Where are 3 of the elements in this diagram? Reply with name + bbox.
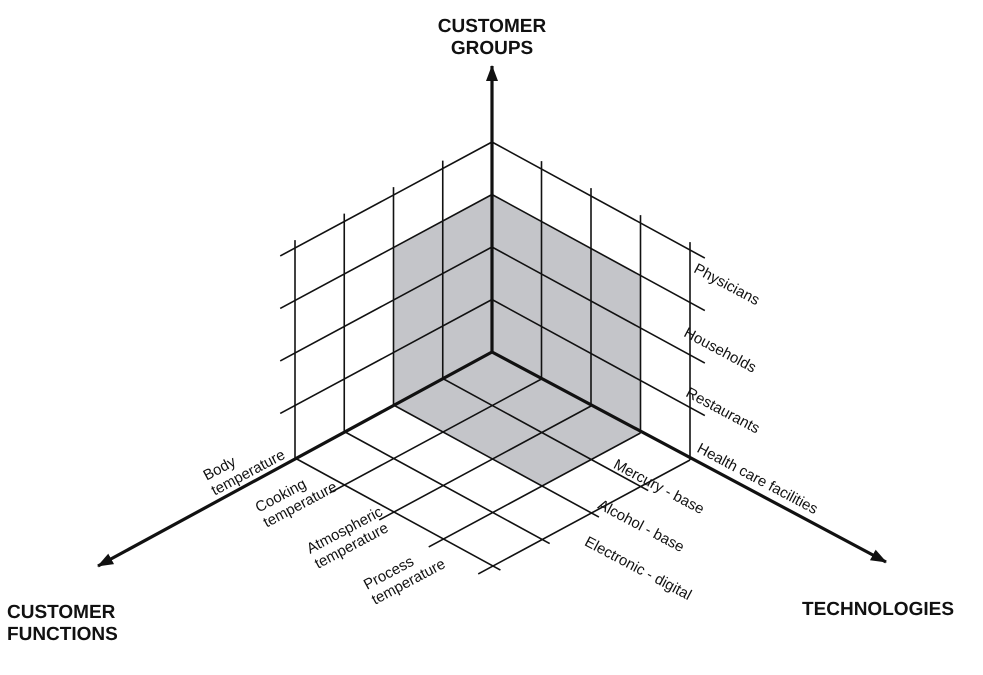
axis-title: CUSTOMER GROUPS: [436, 16, 548, 60]
axis-title: TECHNOLOGIES: [800, 599, 955, 621]
axis-title: CUSTOMER FUNCTIONS: [7, 602, 119, 646]
